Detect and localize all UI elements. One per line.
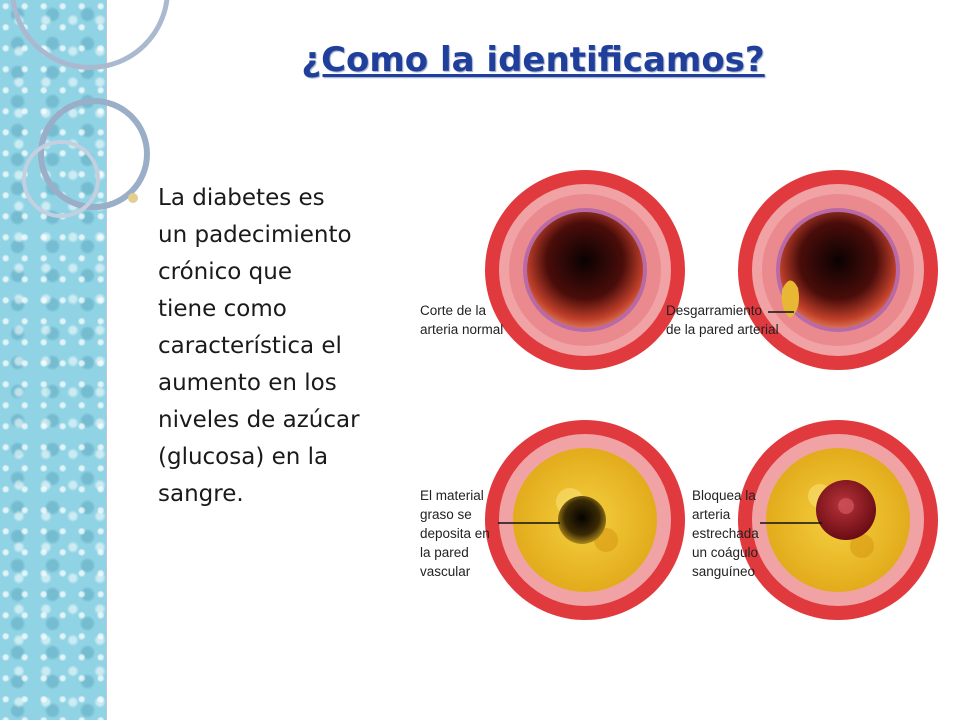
label-fat: El material graso se deposita en la pare… [420, 488, 494, 579]
label-normal: Corte de la arteria normal [420, 303, 503, 337]
artery-clot [738, 420, 938, 620]
bullet-item: La diabetes es un padecimiento crónico q… [128, 180, 388, 513]
bullet-line: La diabetes es [158, 185, 325, 211]
artery-illustration: Corte de la arteria normal Desgarramient… [420, 170, 938, 620]
artery-fat-deposit [485, 420, 685, 620]
label-line: sanguíneo [692, 564, 755, 579]
label-line: El material [420, 488, 484, 503]
bullet-line: (glucosa) en la [158, 444, 329, 470]
slide-title: ¿Como la identificamos? [301, 40, 765, 80]
label-line: un coágulo [692, 545, 758, 560]
bullet-text: La diabetes es un padecimiento crónico q… [158, 180, 388, 513]
bullet-line: aumento en los [158, 370, 337, 396]
decorative-ring [22, 140, 100, 218]
bullet-line: niveles de azúcar [158, 407, 360, 433]
label-tear: Desgarramiento de la pared arterial [666, 303, 779, 337]
bullet-line: tiene como [158, 296, 287, 322]
label-line: estrechada [692, 526, 759, 541]
bullet-line: crónico que [158, 259, 292, 285]
artery-tear [738, 170, 938, 370]
label-line: graso se [420, 507, 472, 522]
label-line: Bloquea la [692, 488, 756, 503]
bullet-list: La diabetes es un padecimiento crónico q… [128, 180, 388, 513]
bullet-line: sangre. [158, 481, 244, 507]
bullet-line: un padecimiento [158, 222, 352, 248]
bullet-dot-icon [128, 193, 138, 203]
label-line: la pared [420, 545, 469, 560]
label-line: deposita en [420, 526, 490, 541]
label-line: Desgarramiento [666, 303, 762, 318]
bullet-line: característica el [158, 333, 342, 359]
label-line: de la pared arterial [666, 322, 779, 337]
label-line: vascular [420, 564, 471, 579]
label-line: Corte de la [420, 303, 487, 318]
label-line: arteria normal [420, 322, 503, 337]
label-line: arteria [692, 507, 731, 522]
decorative-side-strip [0, 0, 170, 720]
artery-cross-section-figure: Corte de la arteria normal Desgarramient… [410, 160, 950, 630]
label-clot: Bloquea la arteria estrechada un coágulo… [692, 488, 763, 579]
artery-normal [485, 170, 685, 370]
